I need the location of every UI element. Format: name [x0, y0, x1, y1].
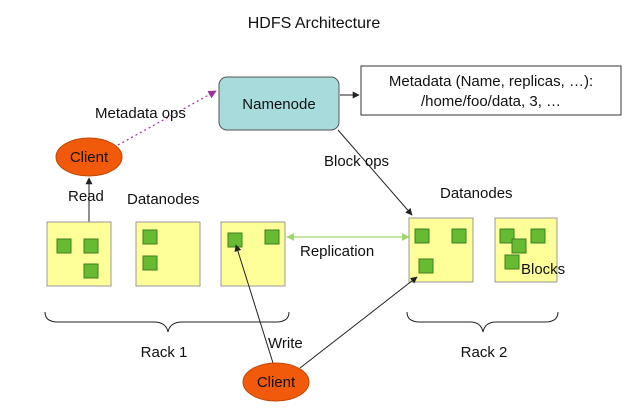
- metadata-line-1: Metadata (Name, replicas, …):: [389, 73, 593, 90]
- block: [499, 228, 515, 244]
- rack2-label: Rack 2: [461, 344, 508, 361]
- block: [451, 228, 467, 244]
- block: [142, 255, 158, 271]
- client-top: [55, 137, 123, 177]
- client-bottom: [242, 362, 310, 402]
- namenode-box: [218, 76, 340, 131]
- client-top-label: Client: [70, 149, 109, 166]
- block: [142, 229, 158, 245]
- datanodes-label-rack2: Datanodes: [440, 185, 513, 202]
- block: [418, 258, 434, 274]
- read-label: Read: [68, 188, 104, 205]
- block: [56, 238, 72, 254]
- block: [530, 228, 546, 244]
- block: [83, 238, 99, 254]
- client-bottom-label: Client: [257, 374, 296, 391]
- namenode-label: Namenode: [242, 96, 315, 113]
- rack1-label: Rack 1: [141, 344, 188, 361]
- block: [227, 232, 243, 248]
- block-ops-label: Block ops: [324, 153, 389, 170]
- block: [414, 228, 430, 244]
- replication-label: Replication: [300, 243, 374, 260]
- metadata-line-2: /home/foo/data, 3, …: [421, 93, 561, 110]
- write-pipeline-arrow: [299, 276, 418, 369]
- block: [264, 229, 280, 245]
- metadata-ops-arrow: [117, 90, 217, 146]
- datanode-rack1-1: [46, 221, 112, 287]
- block: [504, 254, 520, 270]
- rack2-brace: [406, 311, 559, 333]
- blocks-label: Blocks: [521, 261, 565, 278]
- metadata-box: [360, 65, 622, 116]
- rack1-brace: [44, 311, 290, 333]
- block: [511, 238, 527, 254]
- block: [83, 263, 99, 279]
- metadata-ops-label: Metadata ops: [95, 105, 186, 122]
- datanodes-label-rack1: Datanodes: [127, 191, 200, 208]
- diagram-title: HDFS Architecture: [248, 15, 381, 32]
- write-label: Write: [268, 335, 303, 352]
- block-ops-arrow: [337, 129, 413, 216]
- write-arrow: [234, 244, 274, 364]
